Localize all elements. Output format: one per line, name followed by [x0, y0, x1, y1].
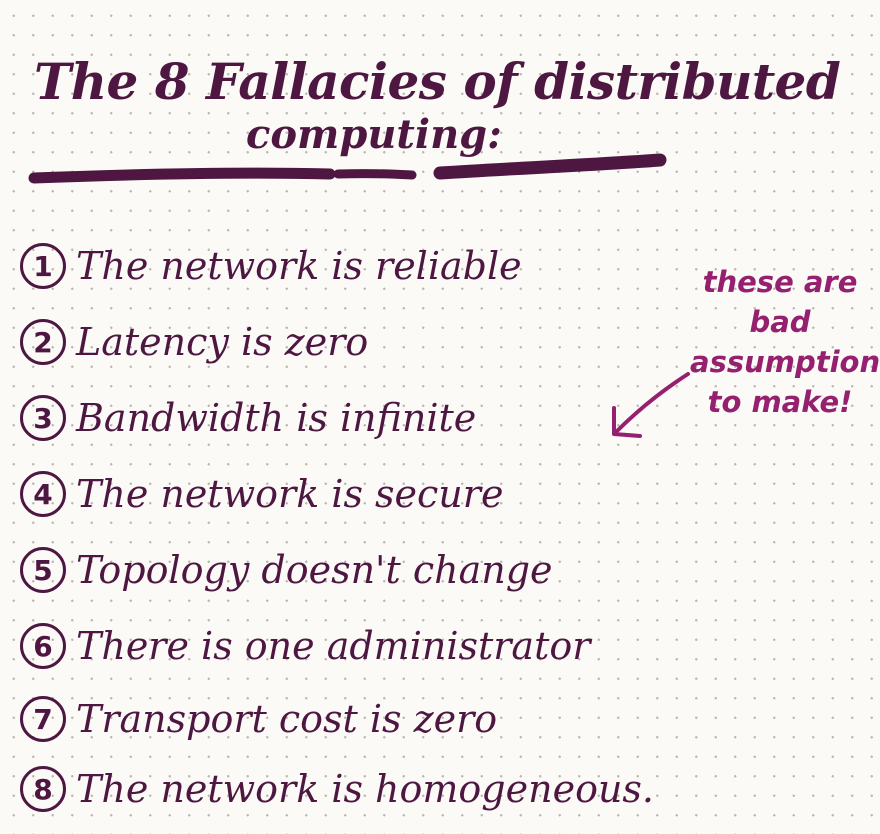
list-item: 1 The network is reliable — [20, 228, 620, 304]
list-item: 3 Bandwidth is infinite — [20, 380, 620, 456]
list-item: 6 There is one administrator — [20, 608, 620, 684]
side-note: these are bad assumptions to make! — [690, 262, 880, 502]
fallacy-text: Latency is zero — [76, 320, 369, 364]
list-item: 2 Latency is zero — [20, 304, 620, 380]
number-badge: 6 — [20, 623, 66, 669]
side-note-line: these are — [702, 265, 858, 299]
side-note-line: assumptions — [690, 345, 880, 379]
fallacy-text: There is one administrator — [76, 624, 591, 668]
list-item: 8 The network is homogeneous. — [20, 754, 654, 824]
arrow-icon — [612, 372, 690, 438]
side-note-line: to make! — [707, 385, 853, 419]
title-block: The 8 Fallacies of distributed computing… — [20, 28, 841, 203]
fallacy-text: The network is reliable — [76, 244, 522, 288]
side-note-line: bad — [749, 305, 811, 339]
fallacy-text: The network is secure — [76, 472, 504, 516]
fallacy-text: Transport cost is zero — [76, 697, 498, 741]
number-badge: 1 — [20, 243, 66, 289]
fallacy-text: Bandwidth is infinite — [76, 396, 477, 440]
number-badge: 3 — [20, 395, 66, 441]
number-badge: 7 — [20, 696, 66, 742]
number-badge: 2 — [20, 319, 66, 365]
number-badge: 8 — [20, 766, 66, 812]
fallacy-list: 1 The network is reliable 2 Latency is z… — [20, 228, 654, 824]
number-badge: 4 — [20, 471, 66, 517]
number-badge: 5 — [20, 547, 66, 593]
list-item: 5 Topology doesn't change — [20, 532, 620, 608]
page-title: The 8 Fallacies of distributed — [34, 52, 841, 111]
fallacy-text: The network is homogeneous. — [76, 767, 654, 811]
list-item: 4 The network is secure — [20, 456, 620, 532]
fallacy-text: Topology doesn't change — [76, 548, 553, 592]
title-underline — [28, 153, 667, 184]
list-item: 7 Transport cost is zero — [20, 684, 620, 754]
page-subtitle: computing: — [246, 111, 502, 158]
